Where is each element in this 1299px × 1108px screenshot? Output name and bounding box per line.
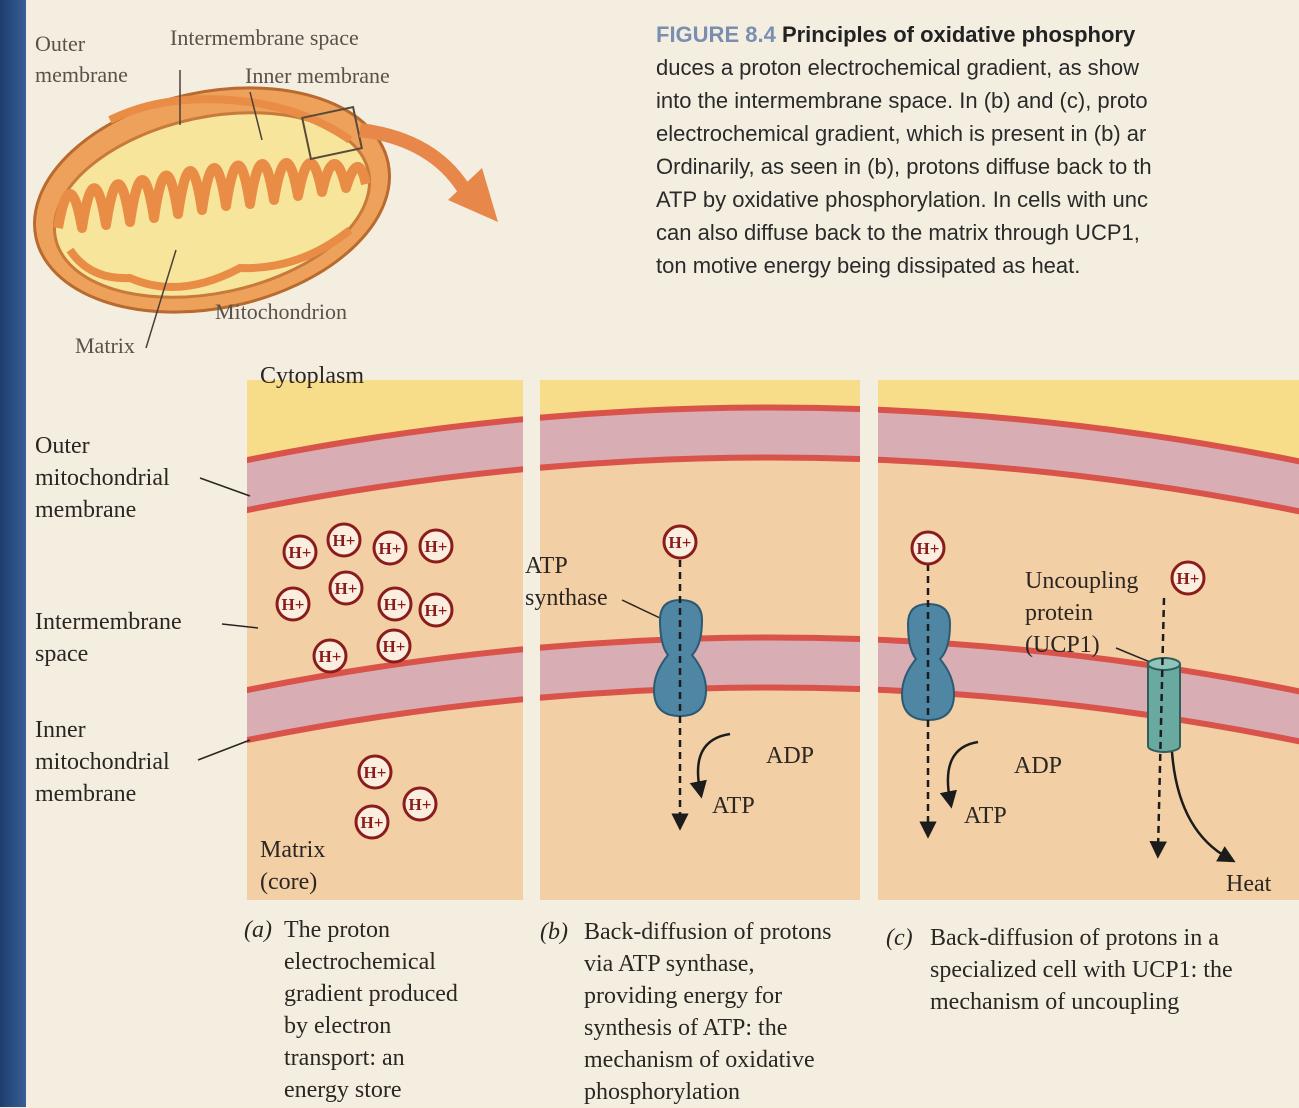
- sub-caption-letter: (b): [540, 916, 568, 948]
- proton-icon: H+: [314, 640, 346, 672]
- proton-icon: H+: [277, 588, 309, 620]
- sub-caption-a: (a) The proton electrochemical gradient …: [244, 914, 524, 1106]
- proton-label: H+: [917, 539, 940, 558]
- inner-membrane-label: Inner membrane: [245, 60, 390, 91]
- proton-label: H+: [335, 579, 358, 598]
- proton-icon: H+: [359, 756, 391, 788]
- matrix-label: Matrix: [75, 330, 135, 361]
- atp-label: ATP: [964, 800, 1007, 832]
- caption-line: duces a proton electrochemical gradient,…: [656, 51, 1299, 84]
- atp-synthase-label: ATP synthase: [525, 550, 608, 614]
- proton-label: H+: [409, 795, 432, 814]
- proton-icon: H+: [420, 594, 452, 626]
- sub-caption-text: Back-diffusion of protons in a specializ…: [930, 922, 1233, 1018]
- caption-line: electrochemical gradient, which is prese…: [656, 117, 1299, 150]
- proton-label: H+: [361, 813, 384, 832]
- sub-caption-text: The proton electrochemical gradient prod…: [284, 914, 458, 1106]
- outer-membrane-label: Outer membrane: [35, 28, 128, 90]
- proton-icon: H+: [374, 532, 406, 564]
- heat-label: Heat: [1226, 868, 1271, 900]
- proton-icon: H+: [328, 524, 360, 556]
- figure-caption: FIGURE 8.4 Principles of oxidative phosp…: [656, 18, 1299, 282]
- adp-label: ADP: [1014, 750, 1062, 782]
- proton-label: H+: [379, 539, 402, 558]
- proton-icon: H+: [420, 530, 452, 562]
- proton-label: H+: [364, 763, 387, 782]
- caption-line: Ordinarily, as seen in (b), protons diff…: [656, 150, 1299, 183]
- mitochondrion-label: Mitochondrion: [215, 296, 347, 327]
- proton-label: H+: [333, 531, 356, 550]
- proton-icon: H+: [379, 588, 411, 620]
- proton-icon: H+: [1172, 562, 1204, 594]
- sub-caption-letter: (c): [886, 922, 913, 954]
- caption-line: can also diffuse back to the matrix thro…: [656, 216, 1299, 249]
- sub-caption-text: Back-diffusion of protons via ATP syntha…: [584, 916, 832, 1108]
- proton-label: H+: [669, 533, 692, 552]
- proton-label: H+: [425, 537, 448, 556]
- proton-icon: H+: [404, 788, 436, 820]
- proton-icon: H+: [330, 572, 362, 604]
- proton-label: H+: [383, 637, 406, 656]
- outer-mitochondrial-membrane-label: Outer mitochondrial membrane: [35, 430, 170, 526]
- intermembrane-space-panel-label: Intermembrane space: [35, 606, 182, 670]
- proton-icon: H+: [912, 532, 944, 564]
- proton-icon: H+: [664, 526, 696, 558]
- uncoupling-protein-label: Uncoupling protein (UCP1): [1025, 565, 1138, 661]
- proton-label: H+: [289, 543, 312, 562]
- sub-caption-c: (c) Back-diffusion of protons in a speci…: [886, 922, 1299, 1032]
- caption-line: ton motive energy being dissipated as he…: [656, 249, 1299, 282]
- proton-label: H+: [282, 595, 305, 614]
- sub-caption-b: (b) Back-diffusion of protons via ATP sy…: [540, 916, 880, 1108]
- matrix-core-label: Matrix (core): [260, 834, 325, 898]
- ucp1-channel-icon: [1148, 658, 1180, 752]
- proton-label: H+: [319, 647, 342, 666]
- caption-line: into the intermembrane space. In (b) and…: [656, 84, 1299, 117]
- proton-label: H+: [1177, 569, 1200, 588]
- cytoplasm-label: Cytoplasm: [260, 360, 364, 392]
- proton-label: H+: [425, 601, 448, 620]
- intermembrane-space-label: Intermembrane space: [170, 22, 359, 53]
- proton-icon: H+: [356, 806, 388, 838]
- caption-line: ATP by oxidative phosphorylation. In cel…: [656, 183, 1299, 216]
- proton-icon: H+: [378, 630, 410, 662]
- figure-title: Principles of oxidative phosphory: [782, 22, 1135, 47]
- figure-number: FIGURE 8.4: [656, 22, 776, 47]
- proton-icon: H+: [284, 536, 316, 568]
- atp-label: ATP: [712, 790, 755, 822]
- inner-mitochondrial-membrane-label: Inner mitochondrial membrane: [35, 714, 170, 810]
- proton-label: H+: [384, 595, 407, 614]
- adp-label: ADP: [766, 740, 814, 772]
- sub-caption-letter: (a): [244, 914, 272, 946]
